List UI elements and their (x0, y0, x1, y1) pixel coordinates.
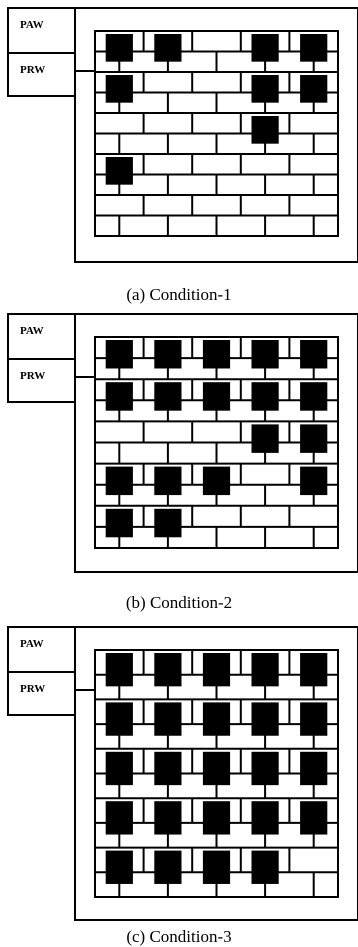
outer-frame (74, 7, 358, 263)
filled-block (154, 340, 182, 369)
filled-block (105, 653, 133, 687)
filled-block (154, 653, 182, 687)
filled-block (300, 75, 328, 103)
filled-block (154, 466, 182, 496)
outer-frame (74, 313, 358, 573)
filled-block (202, 751, 231, 786)
filled-block (202, 850, 231, 884)
filled-block (154, 34, 182, 62)
filled-block (154, 382, 182, 411)
filled-block (300, 424, 328, 453)
filled-block (105, 702, 133, 736)
filled-block (105, 751, 133, 786)
filled-block (300, 801, 328, 835)
filled-block (105, 508, 133, 538)
filled-block (251, 116, 279, 144)
panel-3: PAW PRW (c) Condition-3 (7, 626, 358, 946)
filled-block (300, 751, 328, 786)
prw-label: PRW (20, 683, 45, 695)
panel-caption: (b) Condition-2 (126, 593, 232, 612)
filled-block (105, 34, 133, 62)
paw-label: PAW (20, 19, 44, 31)
panel-1: PAW PRW (a) Condition-1 (7, 7, 358, 304)
filled-block (154, 508, 182, 538)
filled-block (105, 466, 133, 496)
filled-block (251, 702, 279, 736)
panel-caption: (a) Condition-1 (126, 285, 231, 304)
filled-block (300, 653, 328, 687)
filled-block (300, 34, 328, 62)
filled-block (300, 382, 328, 411)
filled-block (300, 466, 328, 496)
filled-block (202, 801, 231, 835)
outer-frame (74, 626, 358, 921)
filled-block (202, 653, 231, 687)
filled-block (105, 157, 133, 185)
filled-block (300, 702, 328, 736)
filled-block (251, 801, 279, 835)
filled-block (202, 382, 231, 411)
filled-block (105, 75, 133, 103)
prw-label: PRW (20, 64, 45, 76)
filled-block (202, 340, 231, 369)
filled-block (251, 751, 279, 786)
filled-block (105, 850, 133, 884)
filled-block (300, 340, 328, 369)
filled-block (154, 702, 182, 736)
filled-block (154, 801, 182, 835)
filled-block (105, 801, 133, 835)
filled-block (251, 653, 279, 687)
panel-2: PAW PRW (b) Condition-2 (7, 313, 358, 612)
filled-block (251, 850, 279, 884)
prw-label: PRW (20, 370, 45, 382)
filled-block (251, 382, 279, 411)
filled-block (154, 751, 182, 786)
filled-block (202, 702, 231, 736)
filled-block (105, 340, 133, 369)
filled-block (251, 34, 279, 62)
filled-block (105, 382, 133, 411)
filled-block (202, 466, 231, 496)
filled-block (154, 850, 182, 884)
panel-caption: (c) Condition-3 (126, 927, 231, 946)
paw-label: PAW (20, 638, 44, 650)
filled-block (251, 75, 279, 103)
filled-block (251, 340, 279, 369)
filled-block (251, 424, 279, 453)
paw-label: PAW (20, 325, 44, 337)
